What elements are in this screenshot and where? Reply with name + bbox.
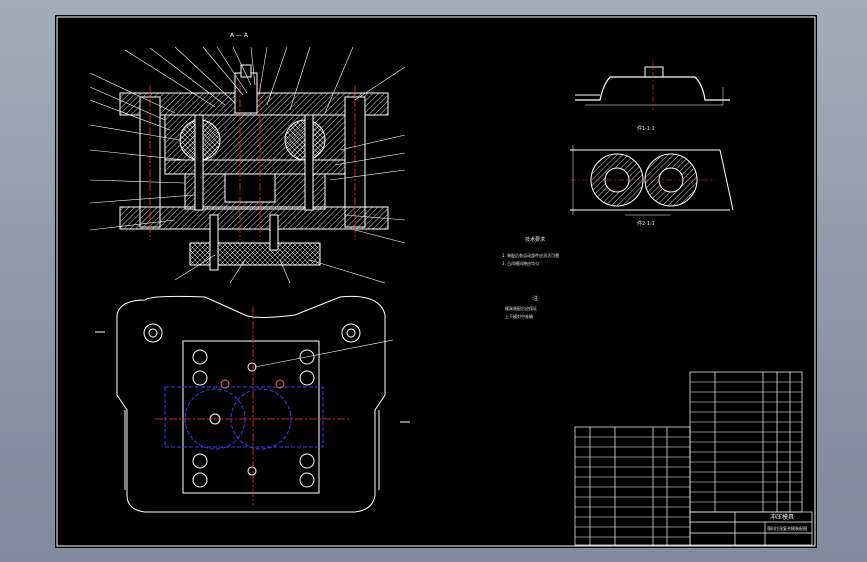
part-view-2: 件2·1:1 <box>570 145 734 227</box>
view-label-mid: 件2·1:1 <box>637 220 655 227</box>
section-view: A — A <box>89 32 406 284</box>
plan-view <box>95 295 410 513</box>
section-label: A — A <box>230 32 249 39</box>
part-view-1: 件1·1:1 <box>575 60 730 132</box>
outer-frame <box>56 16 816 547</box>
drawing-sheet: A — A <box>55 15 817 548</box>
note-line-2: 上下模对中准确 <box>505 313 533 319</box>
parts-list-rows <box>575 381 802 538</box>
tech-notes: 技术要求 1. 装配后各运动部件应灵活可靠 2. 凸凹模间隙应均匀 注 模具装配… <box>502 236 559 319</box>
title-name: 冲压模具 <box>770 513 794 521</box>
cad-drawing: A — A <box>56 16 816 547</box>
tech-line-1: 1. 装配后各运动部件应灵活可靠 <box>502 252 559 258</box>
note-line-1: 模具装配后应保证 <box>505 305 537 311</box>
tech-title: 技术要求 <box>525 236 545 243</box>
tech-line-2: 2. 凸凹模间隙应均匀 <box>502 260 539 266</box>
note-title: 注 <box>533 295 538 302</box>
view-label-top: 件1·1:1 <box>637 125 655 132</box>
title-subname: 落料拉深复合模装配图 <box>767 525 807 531</box>
